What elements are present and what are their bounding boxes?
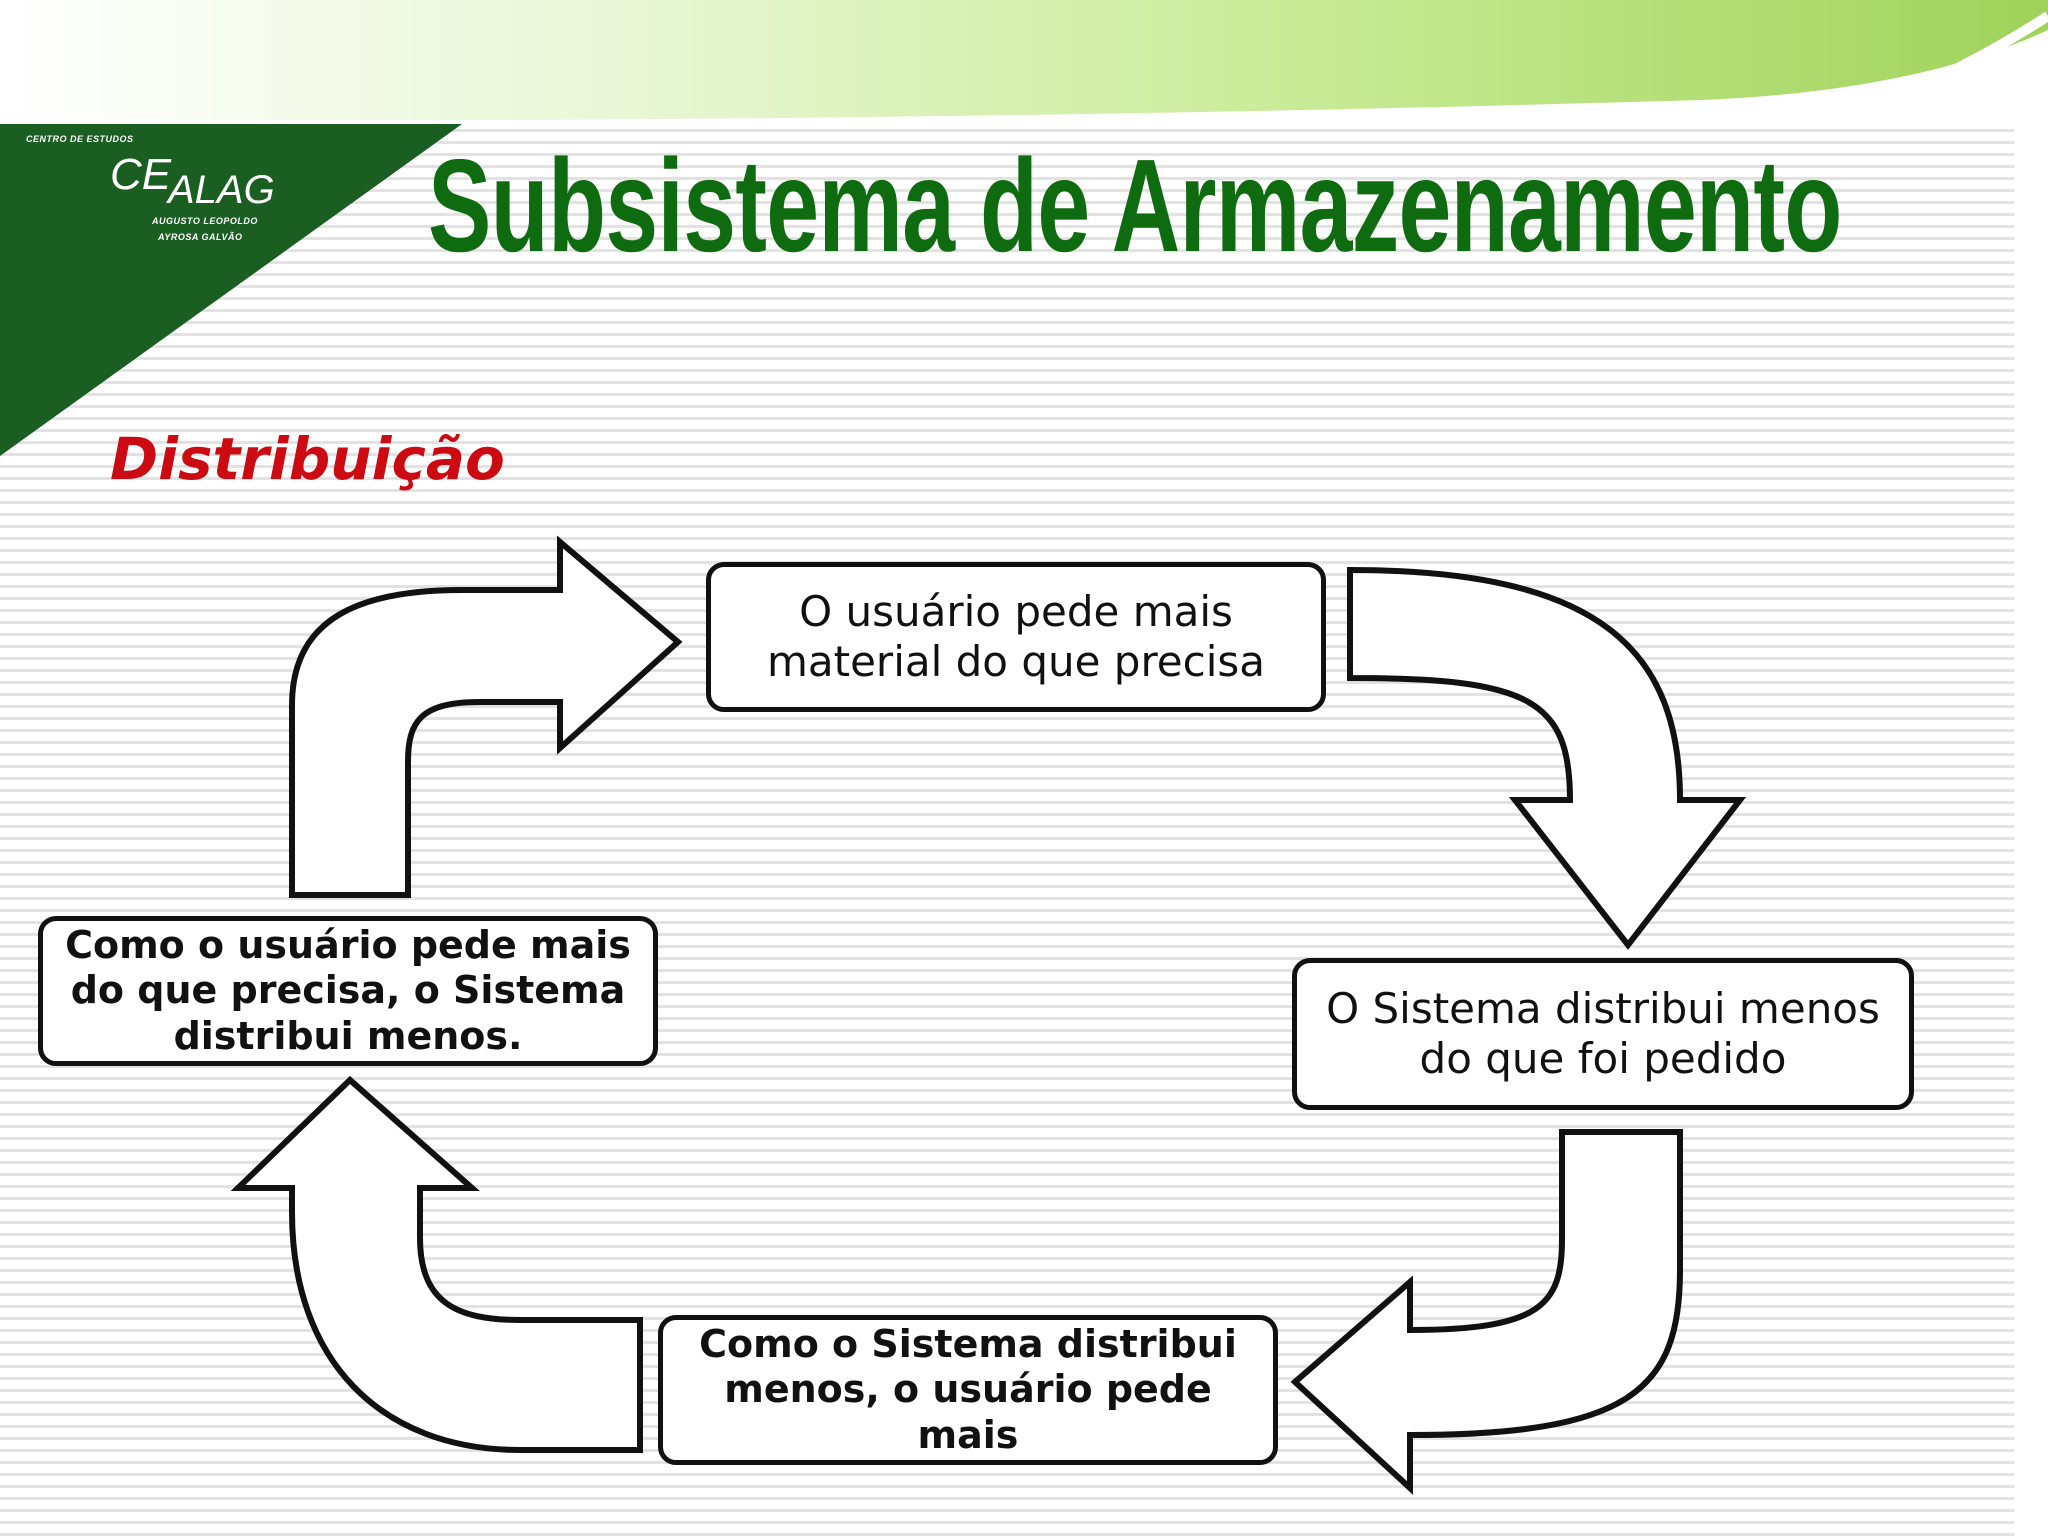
cealag-logo: CENTRO DE ESTUDOS CE ALAG AUGUSTO LEOPOL… [0, 124, 470, 464]
right-margin-strip [2014, 120, 2048, 1536]
cycle-step-1-text: O usuário pede mais material do que prec… [766, 586, 1266, 686]
logo-line-2: AYROSA GALVÃO [158, 232, 243, 242]
green-swoosh-graphic [0, 0, 2048, 124]
cycle-step-3-text: Como o Sistema distribui menos, o usuári… [699, 1321, 1237, 1457]
cycle-step-4-text: Como o usuário pede mais do que precisa,… [65, 922, 631, 1058]
logo-triangle [0, 124, 462, 456]
cycle-step-2-text: O Sistema distribui menos do que foi ped… [1326, 983, 1880, 1083]
cycle-step-3-box: Como o Sistema distribui menos, o usuári… [658, 1315, 1278, 1465]
cycle-step-2-box: O Sistema distribui menos do que foi ped… [1292, 958, 1914, 1110]
logo-brand-alag: ALAG [168, 168, 275, 212]
page-title: Subsistema de Armazenamento [428, 132, 1842, 279]
arrow-bottom-right-icon [1290, 1129, 1683, 1495]
section-title: Distribuição [110, 425, 505, 493]
logo-brand-ce: CE [110, 150, 172, 199]
arrow-bottom-left-icon [230, 1075, 643, 1453]
arrow-top-left-icon [289, 535, 683, 898]
logo-top-line: CENTRO DE ESTUDOS [26, 134, 134, 144]
cycle-step-1-box: O usuário pede mais material do que prec… [706, 562, 1326, 712]
arrow-top-right-icon [1347, 566, 1747, 950]
header-decorative-band [0, 0, 2048, 124]
logo-line-1: AUGUSTO LEOPOLDO [152, 216, 258, 226]
cycle-step-4-box: Como o usuário pede mais do que precisa,… [38, 916, 658, 1066]
